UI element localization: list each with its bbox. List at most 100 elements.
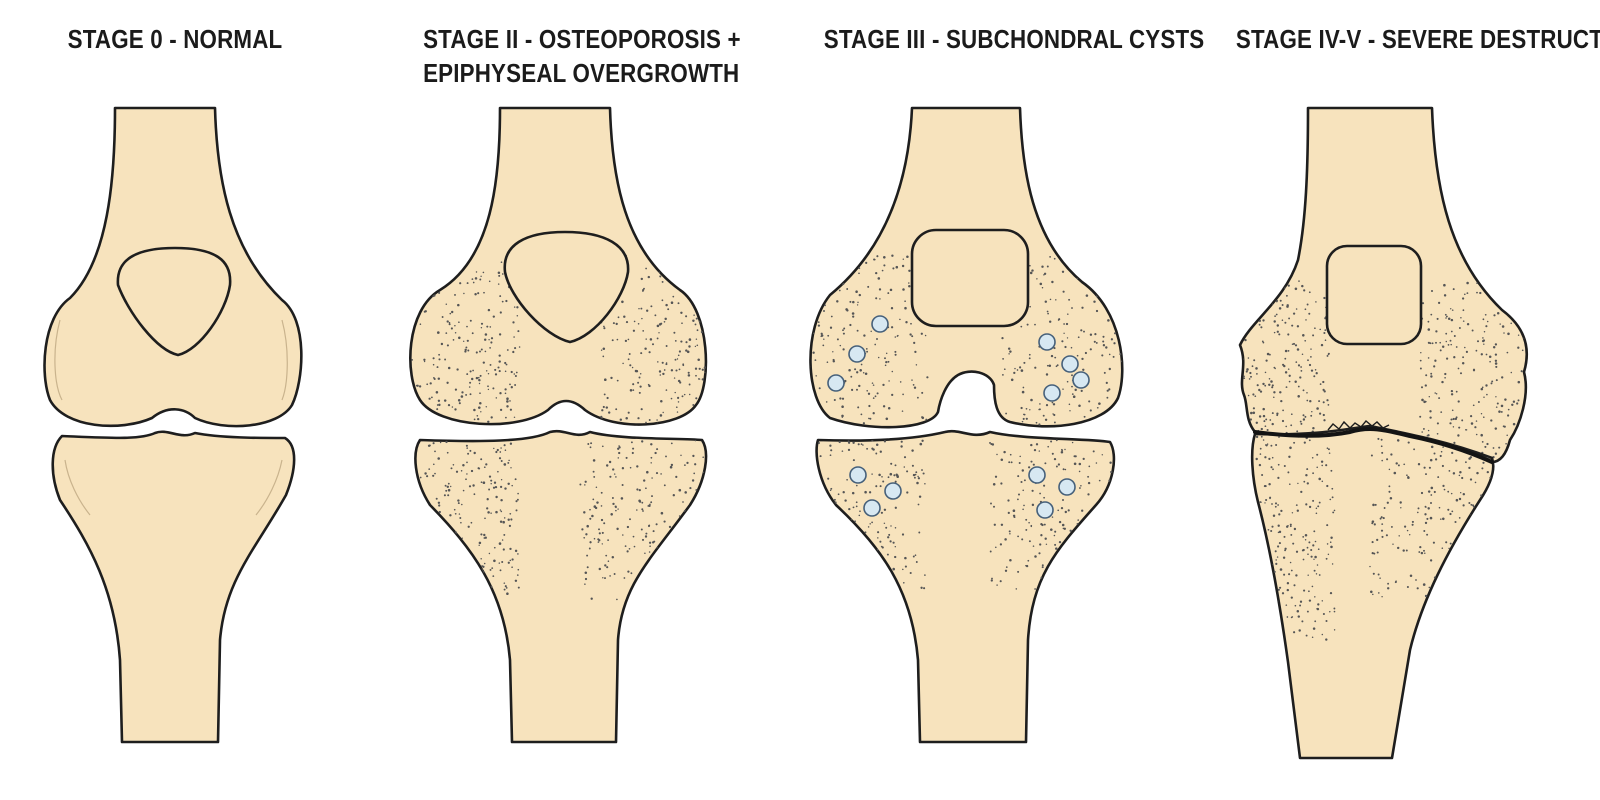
stipple-dot [1023, 361, 1026, 364]
stipple-dot [904, 556, 907, 560]
stipple-dot [1499, 323, 1501, 325]
stipple-dot [647, 275, 650, 279]
stipple-dot [1433, 452, 1436, 455]
stipple-dot [1306, 482, 1309, 485]
stipple-dot [633, 320, 636, 323]
stipple-dot [1017, 498, 1019, 501]
stipple-dot [664, 568, 667, 570]
stipple-dot [1298, 280, 1300, 282]
stipple-dot [876, 338, 878, 340]
stipple-dot [1404, 525, 1407, 528]
stipple-dot [1454, 520, 1457, 524]
stipple-dot [626, 550, 629, 553]
stipple-dot [1275, 313, 1278, 316]
stipple-dot [1045, 373, 1049, 376]
stipple-dot [1010, 461, 1013, 464]
stipple-dot [1325, 619, 1328, 623]
stipple-dot [1049, 256, 1051, 258]
stipple-dot [466, 373, 469, 376]
stipple-dot [1279, 391, 1282, 394]
stipple-dot [1481, 441, 1484, 443]
stipple-dot [1288, 573, 1291, 576]
stipple-dot [875, 452, 878, 455]
stipple-dot [698, 581, 701, 584]
stipple-dot [1078, 470, 1081, 473]
stipple-dot [865, 348, 868, 350]
stipple-dot [1427, 357, 1430, 359]
stipple-dot [643, 583, 646, 586]
stipple-dot [625, 321, 629, 324]
stipple-dot [592, 498, 595, 501]
stipple-dot [832, 255, 834, 258]
stipple-dot [1307, 359, 1309, 362]
stipple-dot [499, 509, 502, 511]
stipple-dot [1278, 542, 1281, 545]
stipple-dot [908, 269, 911, 272]
stipple-dot [920, 586, 923, 589]
stipple-dot [1043, 484, 1046, 487]
stipple-dot [590, 442, 593, 445]
stipple-dot [1476, 340, 1480, 343]
stipple-dot [882, 480, 885, 483]
stipple-dot [1450, 318, 1454, 322]
stipple-dot [1085, 294, 1089, 297]
stipple-dot [1097, 522, 1100, 526]
stipple-dot [479, 278, 482, 281]
stipple-dot [586, 566, 589, 569]
stipple-dot [442, 544, 444, 546]
stipple-dot [1312, 499, 1315, 502]
stipple-dot [464, 350, 467, 353]
stipple-dot [423, 310, 426, 313]
stage-2-femoral-window [503, 230, 630, 344]
stipple-dot [842, 491, 845, 494]
stipple-dot [672, 259, 675, 262]
stipple-dot [846, 309, 849, 312]
stipple-dot [1294, 604, 1297, 607]
stipple-dot [428, 468, 431, 470]
stipple-dot [901, 264, 905, 268]
stipple-dot [662, 372, 665, 376]
stipple-dot [852, 300, 855, 304]
stipple-dot [1030, 398, 1033, 402]
stipple-dot [1255, 435, 1259, 439]
stipple-dot [860, 413, 863, 416]
stipple-dot [1313, 375, 1316, 378]
stipple-dot [1264, 456, 1267, 459]
stipple-dot [658, 370, 662, 373]
stipple-dot [433, 377, 435, 379]
stipple-dot [826, 586, 829, 588]
stipple-dot [1510, 371, 1513, 374]
stipple-dot [417, 517, 419, 520]
stipple-dot [472, 281, 475, 284]
stipple-dot [1052, 413, 1054, 415]
stipple-dot [429, 555, 432, 558]
stipple-dot [1326, 447, 1329, 449]
stipple-dot [856, 329, 859, 332]
stipple-dot [1004, 569, 1008, 572]
stipple-dot [849, 576, 852, 579]
stipple-dot [455, 269, 458, 272]
stipple-dot [592, 470, 595, 473]
stipple-dot [892, 567, 895, 571]
stipple-dot [638, 488, 641, 492]
stipple-dot [452, 339, 455, 341]
stipple-dot [508, 459, 510, 462]
stipple-dot [1061, 270, 1065, 273]
stipple-dot [1081, 357, 1084, 361]
stipple-dot [1052, 403, 1056, 406]
stipple-dot [1369, 565, 1371, 568]
stipple-dot [1025, 518, 1028, 521]
stipple-dot [882, 405, 886, 408]
stipple-dot [1110, 507, 1113, 510]
stipple-dot [1273, 396, 1275, 398]
stipple-dot [1001, 336, 1004, 340]
stipple-dot [873, 258, 876, 261]
stipple-dot [1302, 418, 1306, 421]
stipple-dot [456, 368, 459, 371]
stipple-dot [1267, 528, 1270, 531]
stipple-dot [1081, 509, 1084, 512]
stipple-dot [644, 535, 648, 538]
stipple-dot [1296, 610, 1300, 613]
stipple-dot [494, 373, 498, 376]
stipple-dot [1048, 586, 1051, 589]
